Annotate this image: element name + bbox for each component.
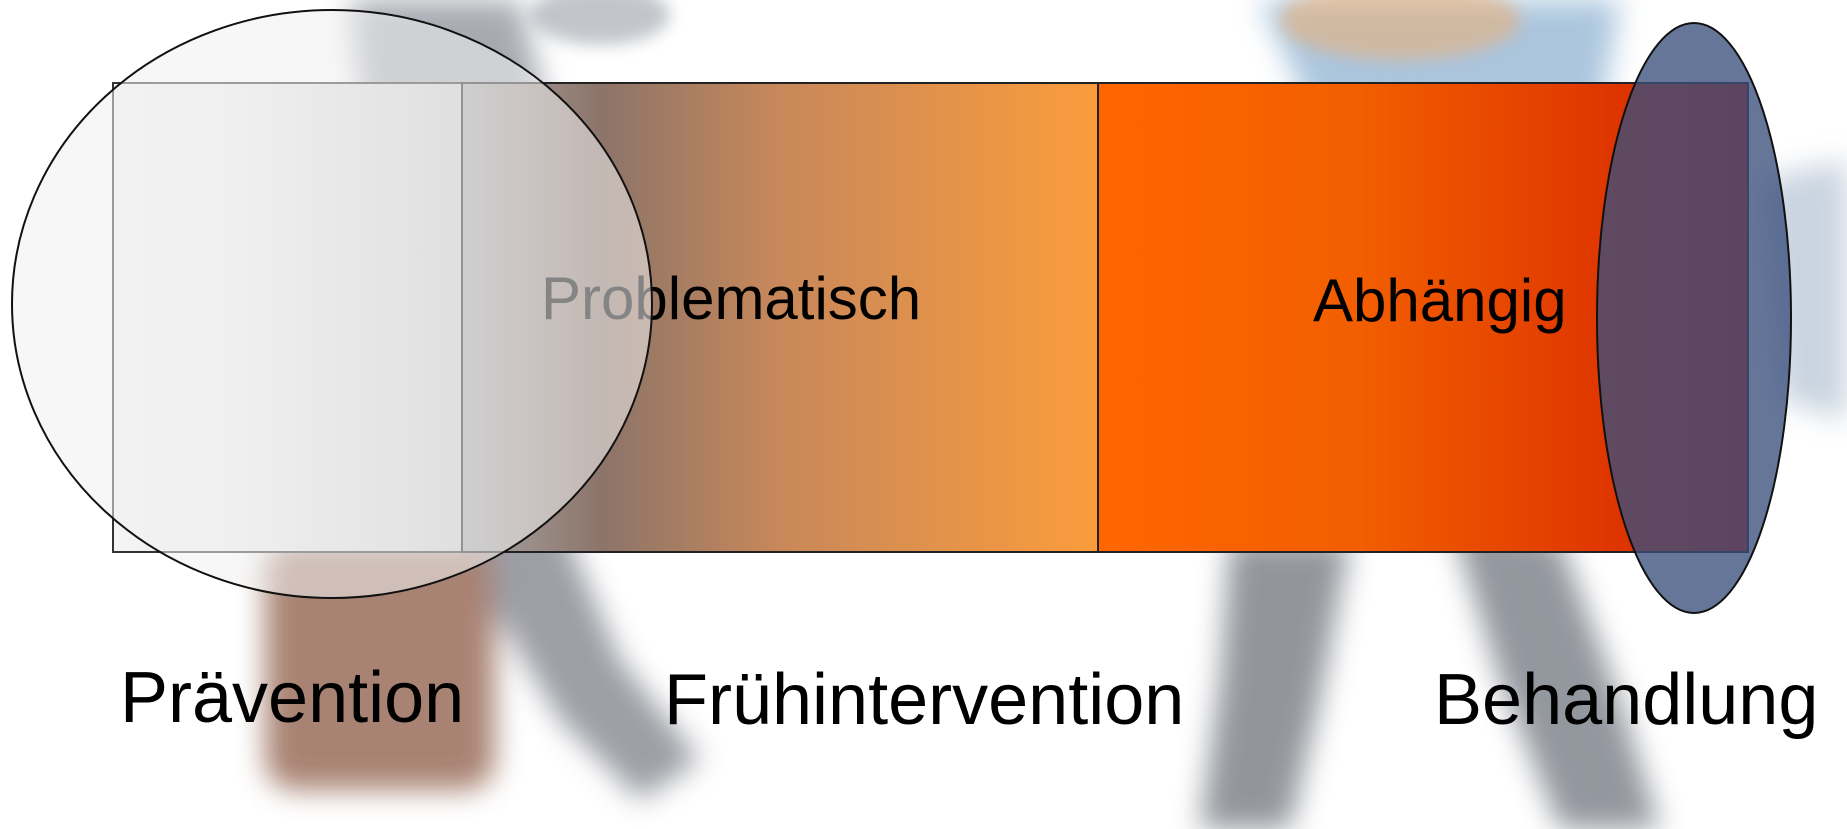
intervention-label-early: Frühintervention — [664, 660, 1184, 740]
segment-label-dependent: Abhängig — [1313, 267, 1567, 334]
treatment-oval — [1596, 22, 1792, 614]
intervention-label-treatment: Behandlung — [1434, 660, 1818, 740]
prevention-oval — [11, 9, 653, 599]
intervention-label-prevention: Prävention — [120, 658, 464, 738]
